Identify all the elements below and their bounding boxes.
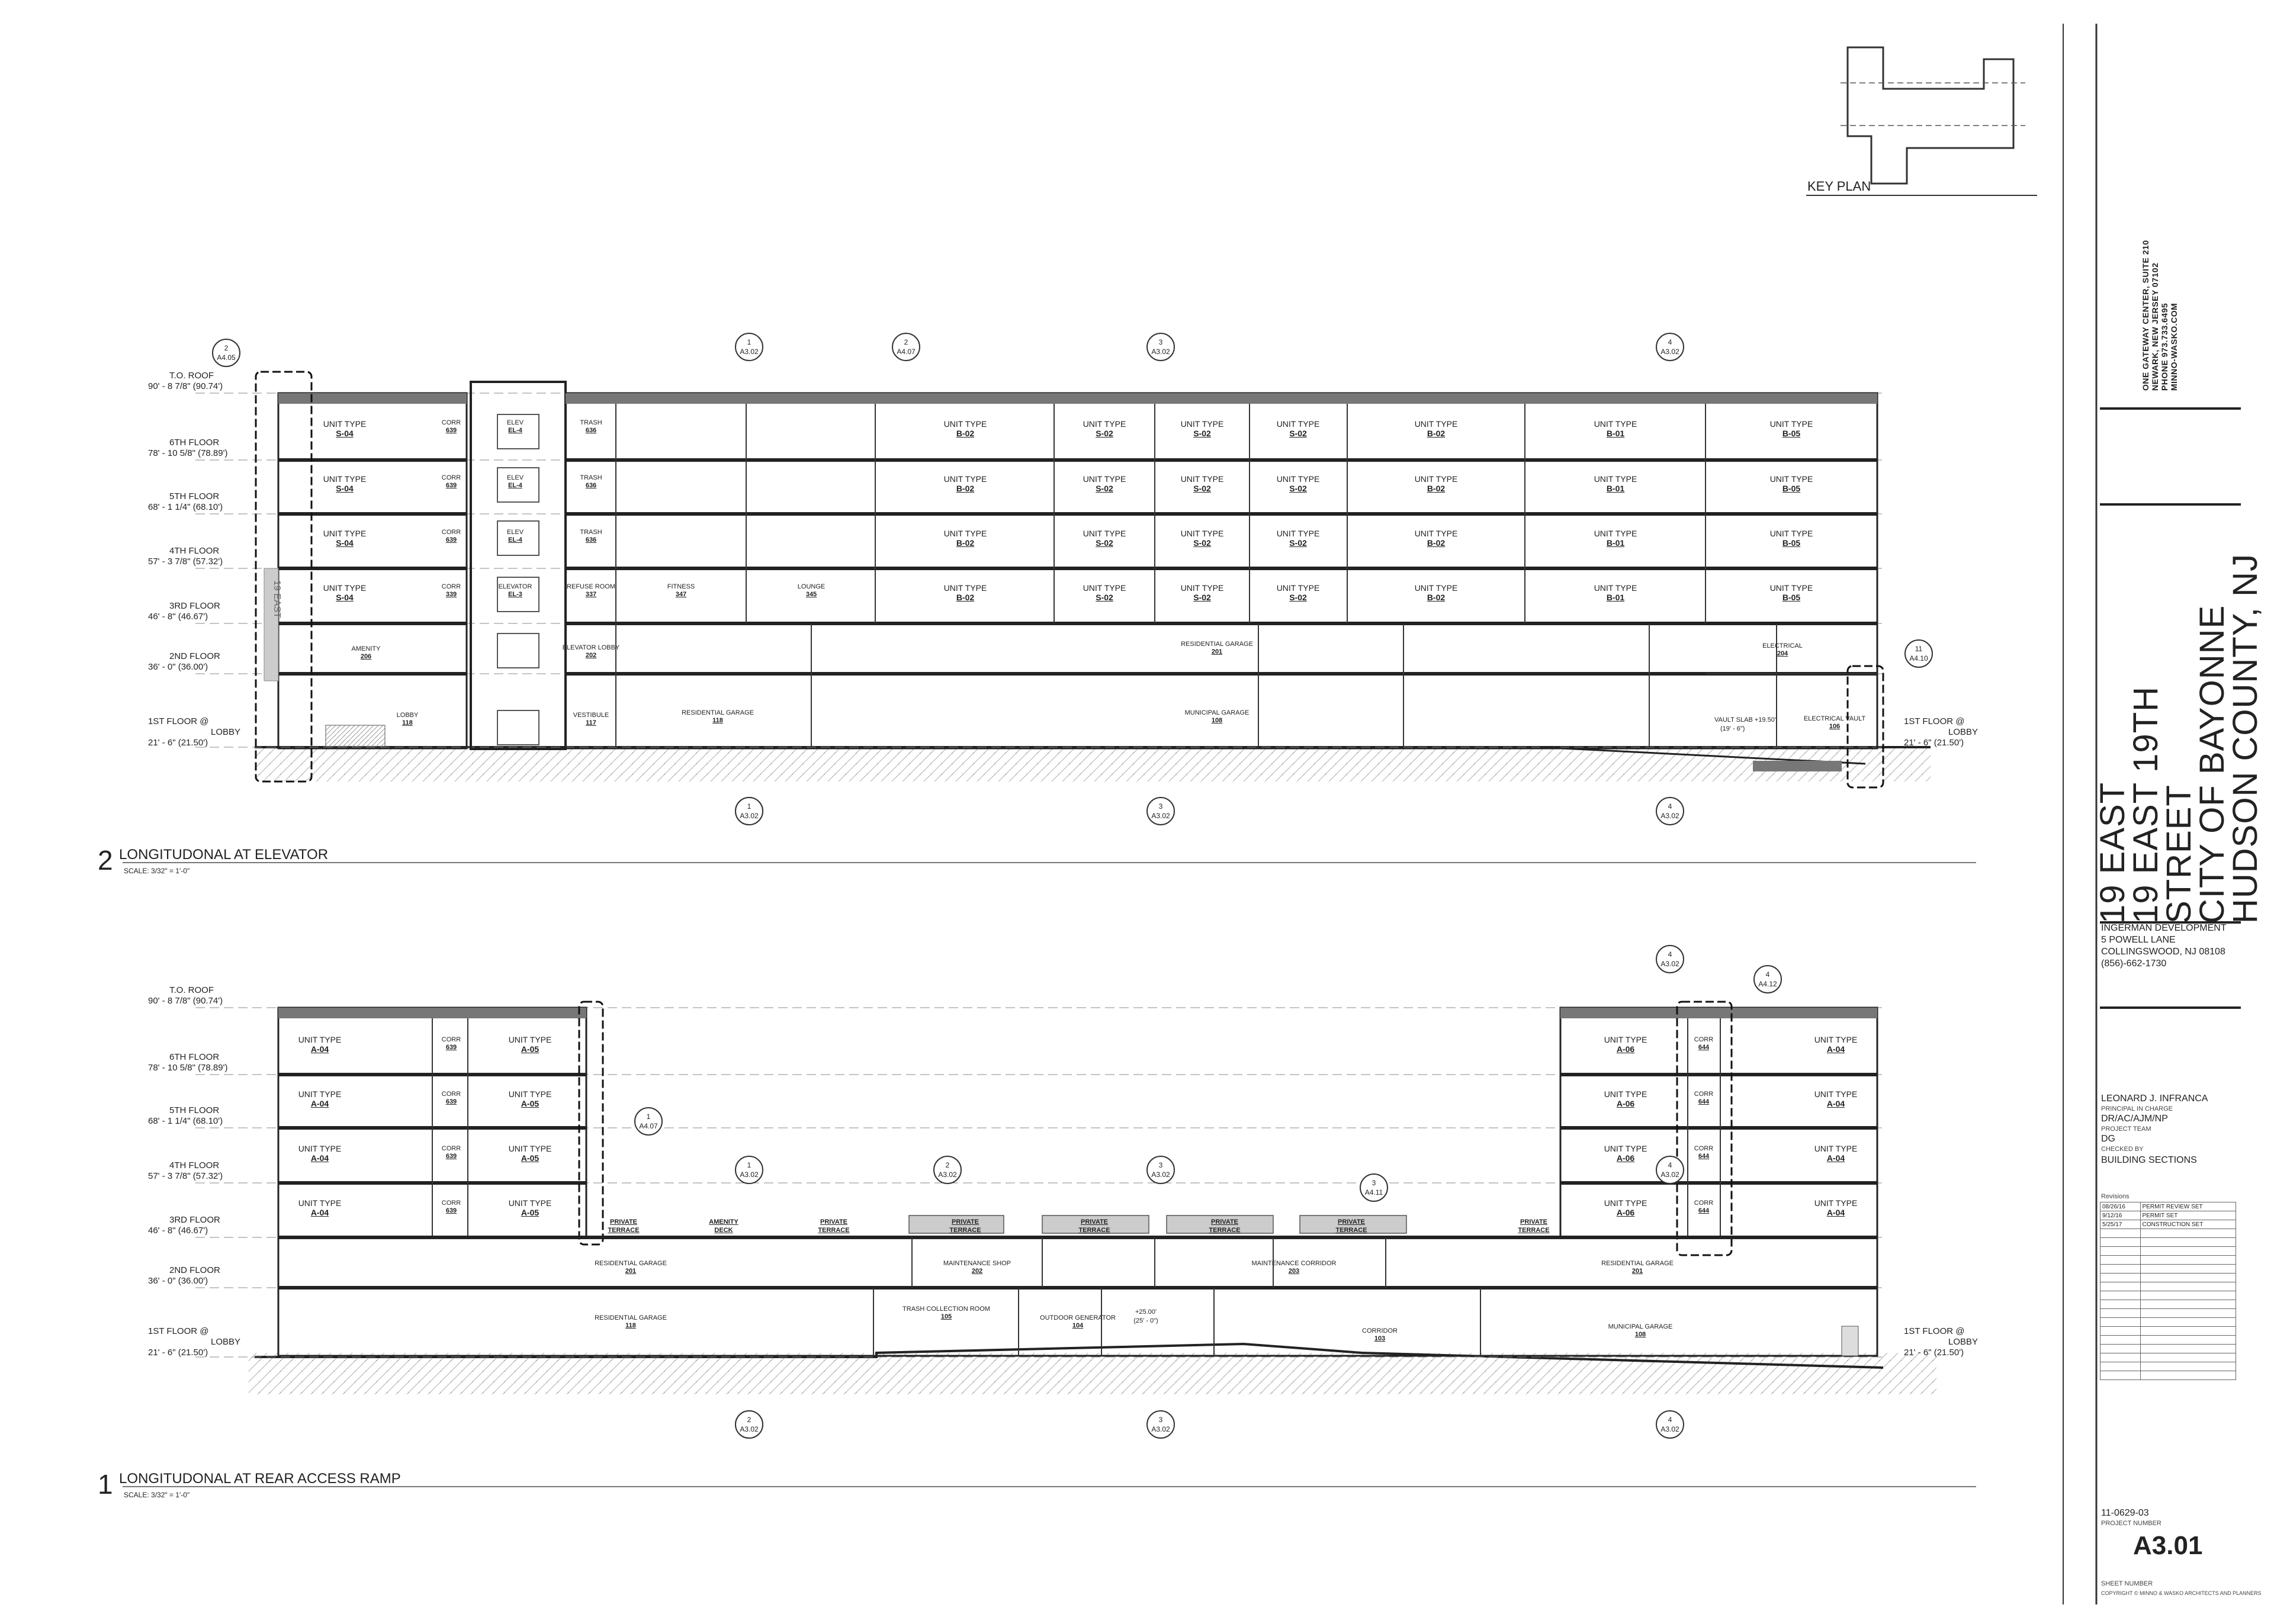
- view-number: 2: [98, 845, 113, 876]
- principal-label: PRINCIPAL IN CHARGE: [2101, 1105, 2173, 1112]
- view-title: LONGITUDONAL AT ELEVATOR: [119, 847, 329, 863]
- project-number: 11-0629-03: [2101, 1508, 2149, 1518]
- copyright: COPYRIGHT © MINNO & WASKO ARCHITECTS AND…: [2101, 1590, 2262, 1596]
- revision-row: [2100, 1335, 2237, 1345]
- checked-by-label: CHECKED BY: [2101, 1146, 2144, 1153]
- revision-row: [2100, 1344, 2237, 1353]
- section-view-2: [195, 371, 1931, 789]
- revision-row: [2100, 1229, 2237, 1238]
- revision-row: [2100, 1326, 2237, 1336]
- key-plan-label: KEY PLAN: [1807, 179, 1871, 194]
- view-scale: SCALE: 3/32" = 1'-0": [124, 1491, 190, 1499]
- project-title: 19 EAST 19 EAST 19TH STREET CITY OF BAYO…: [2093, 554, 2265, 924]
- sheet-number-label: SHEET NUMBER: [2101, 1580, 2153, 1587]
- revision-row: [2100, 1237, 2237, 1247]
- view-number: 1: [98, 1469, 113, 1500]
- firm-address: ONE GATEWAY CENTER, SUITE 210 NEWARK, NE…: [2141, 240, 2179, 391]
- view-title-2: 2 LONGITUDONAL AT ELEVATOR SCALE: 3/32" …: [98, 844, 329, 876]
- view-title: LONGITUDONAL AT REAR ACCESS RAMP: [119, 1471, 401, 1487]
- section-view-1: [195, 1001, 1936, 1394]
- checked-by: DG: [2101, 1134, 2115, 1144]
- client-block: INGERMAN DEVELOPMENT 5 POWELL LANE COLLI…: [2101, 923, 2227, 969]
- principal: LEONARD J. INFRANCA: [2101, 1094, 2208, 1104]
- key-plan: KEY PLAN: [1806, 46, 2037, 196]
- revision-row: [2100, 1255, 2237, 1265]
- revision-row: [2100, 1273, 2237, 1282]
- revisions-label: Revisions: [2101, 1193, 2130, 1200]
- revision-row: [2100, 1291, 2237, 1300]
- revision-row: [2100, 1353, 2237, 1362]
- revision-row: [2100, 1371, 2237, 1380]
- view-title-line-2: [123, 862, 1976, 863]
- sheet-number: A3.01: [2133, 1531, 2203, 1560]
- sheet-title: BUILDING SECTIONS: [2101, 1155, 2197, 1165]
- revision-row: [2100, 1362, 2237, 1371]
- project-team: DR/AC/AJM/NP: [2101, 1114, 2168, 1124]
- view-scale: SCALE: 3/32" = 1'-0": [124, 867, 190, 875]
- view-title-line-1: [123, 1486, 1976, 1487]
- title-divider-1: [2100, 407, 2241, 410]
- revision-row: [2100, 1308, 2237, 1318]
- title-divider-2: [2100, 503, 2241, 506]
- view-title-1: 1 LONGITUDONAL AT REAR ACCESS RAMP SCALE…: [98, 1468, 401, 1500]
- revision-row: [2100, 1282, 2237, 1291]
- project-number-label: PROJECT NUMBER: [2101, 1520, 2161, 1527]
- title-divider-4: [2100, 1006, 2241, 1009]
- project-team-label: PROJECT TEAM: [2101, 1125, 2151, 1133]
- revision-row: [2100, 1300, 2237, 1309]
- revision-row: [2100, 1264, 2237, 1274]
- title-divider-3: [2100, 921, 2241, 924]
- revision-row: [2100, 1317, 2237, 1327]
- revision-row: [2100, 1246, 2237, 1256]
